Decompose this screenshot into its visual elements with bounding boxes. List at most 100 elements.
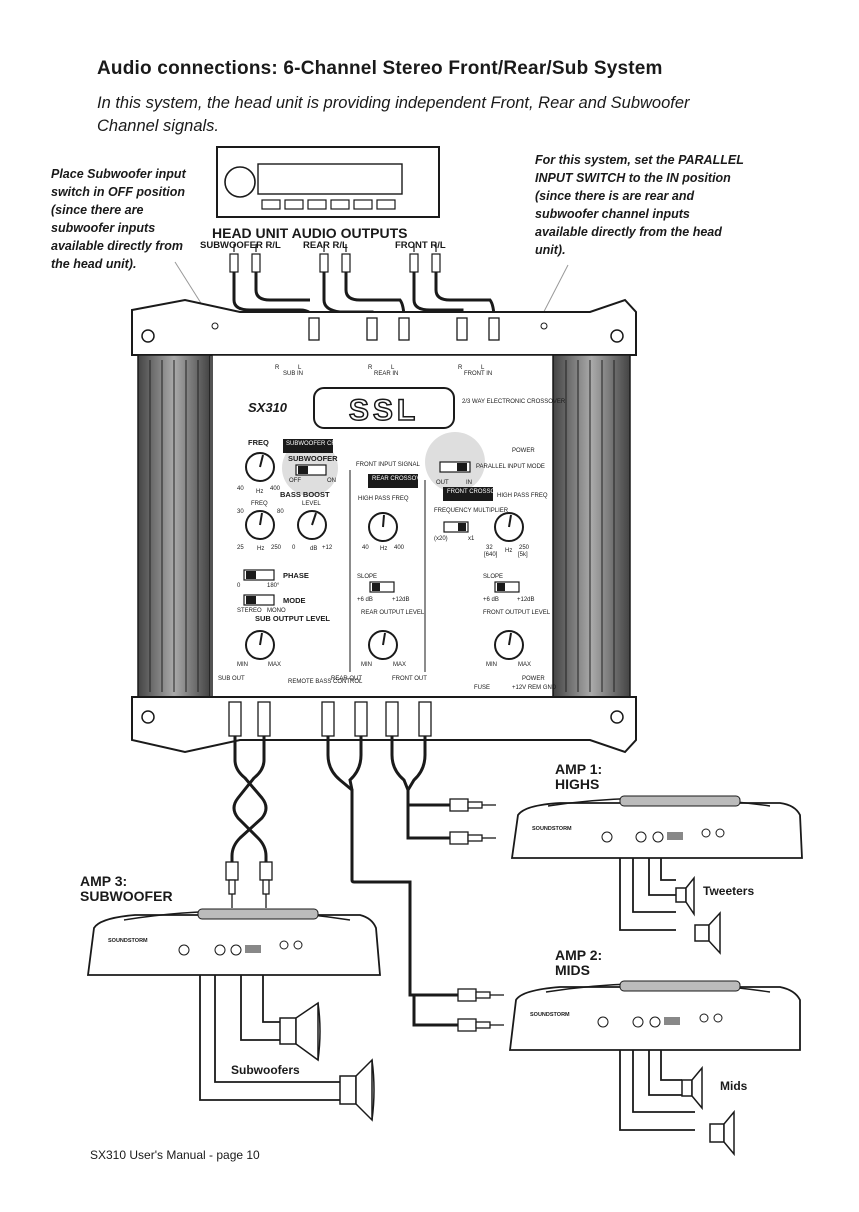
multiplier-x1: x1 [468,536,475,542]
output-plugs [228,701,432,737]
phase-label: PHASE [283,571,309,580]
input-sub-r: R [275,365,280,371]
parallel-input-label: PARALLEL INPUT MODE [476,464,545,470]
front-freq-unit: Hz [505,548,512,554]
mono-label: MONO [267,608,286,614]
front-crossover-header [443,487,493,501]
mode-switch[interactable] [243,594,275,606]
bb-freq-unit: Hz [257,546,264,552]
mid-speaker-2 [709,1109,735,1157]
rear-slope-switch[interactable] [369,581,395,593]
front-input-signal-label: FRONT INPUT SIGNAL [356,462,420,468]
phase-switch[interactable] [243,569,275,581]
bass-boost-label: BASS BOOST [280,490,330,499]
power-terminals-label: +12V REM GND [512,685,557,691]
bb-level-label: LEVEL [302,501,321,507]
front-output-level-label: FRONT OUTPUT LEVEL [483,610,551,616]
front-slope-label: SLOPE [483,574,503,580]
note-subwoofer-input: Place Subwoofer input switch in OFF posi… [51,167,186,271]
amp-1: AMP 1: HIGHS SOUNDSTORM [510,761,803,859]
bb-level-min: 0 [292,545,296,551]
parallel-in-label: IN [466,480,472,486]
front-slope-6: +6 dB [483,597,499,603]
amp2-brand: SOUNDSTORM [530,1012,570,1018]
input-front-label: FRONT IN [464,371,492,377]
head-unit-knob [224,166,256,198]
parallel-input-switch[interactable] [439,461,471,473]
front-slope-switch[interactable] [494,581,520,593]
amp1-body [510,802,803,859]
amp3-label: AMP 3: [80,873,127,889]
remote-bass-label: REMOTE BASS CONTROL [288,679,363,685]
power-label: POWER [512,448,535,454]
sub-min: MIN [237,662,248,668]
tweeter-wiring [619,858,676,931]
mode-label: MODE [283,596,306,605]
rear-freq-unit: Hz [380,546,387,552]
crossover-top-bar [131,298,637,356]
head-unit: HEAD UNIT AUDIO OUTPUTS SUBWOOFER R/L RE… [200,146,446,251]
sub-crossover-header [283,439,333,453]
subwoofers-label: Subwoofers [231,1063,300,1077]
subwoofer-on-label: ON [327,478,336,484]
rear-out-label: REAR OUT [331,676,362,682]
amp1-label: AMP 1: [555,761,602,777]
sub-max: MAX [268,662,281,668]
subwoofer-off-label: OFF [289,478,301,484]
rear-crossover-header-text: REAR CROSSOVER [372,476,429,482]
rear-freq-min: 40 [362,545,369,551]
subwoofer-wiring [199,975,340,1101]
crossover-unit: R L SUB IN R L REAR IN R L FRONT IN SX31… [131,298,637,754]
mid-wiring [619,1050,695,1131]
parallel-out-label: OUT [436,480,449,486]
rear-freq-max: 400 [394,545,405,551]
head-unit-title: HEAD UNIT AUDIO OUTPUTS [212,225,407,241]
input-sub-l: L [298,365,302,371]
subwoofer-switch-label: SUBWOOFER [288,454,338,463]
multiplier-x20: (x20) [434,536,448,542]
tweeter-speaker-2 [694,911,721,955]
bb-freq-max: 250 [271,545,282,551]
sub-freq-label: FREQ [248,438,269,447]
input-rear-label: REAR IN [374,371,398,377]
subwoofer-speaker-2 [339,1058,375,1122]
freq-multiplier-label: FREQUENCY MULTIPLIER [434,508,509,514]
front-slope-12: +12dB [517,597,535,603]
front-crossover-header-text: FRONT CROSSOVER [447,489,508,495]
stereo-label: STEREO [237,608,262,614]
sub-out-label: SUB OUT [218,676,245,682]
ssl-logo-badge [313,387,455,429]
front-hp-freq-label: HIGH PASS FREQ [497,493,548,499]
phase-0: 0 [237,583,241,589]
front-freq-min-alt: [640] [484,552,498,558]
amp3-brand: SOUNDSTORM [108,938,148,944]
sub-crossover-header-text: SUBWOOFER CROSSOVER [286,441,366,447]
bb-level-unit: dB [310,546,317,552]
bb-level-max: +12 [322,545,333,551]
subwoofer-switch[interactable] [295,464,327,476]
rear-crossover-header [368,474,418,488]
tweeters-label: Tweeters [703,884,754,898]
front-freq-max: 250 [519,545,530,551]
front-out-label: FRONT OUT [392,676,427,682]
amp2-input-plugs [457,988,504,1032]
amp-2: AMP 2: MIDS SOUNDSTORM [508,947,801,1051]
front-freq-max-alt: [5k] [518,552,528,558]
output-label-sub: SUBWOOFER R/L [200,240,281,251]
subwoofer-speaker-1 [279,1001,321,1062]
head-unit-display [257,163,403,195]
crossover-model: SX310 [248,400,288,415]
head-unit-buttons [261,199,396,210]
front-max: MAX [518,662,531,668]
amp-3: AMP 3: SUBWOOFER SOUNDSTORM [80,873,381,976]
rear-max: MAX [393,662,406,668]
output-label-rear: REAR R/L [303,240,348,251]
bottom-power-label: POWER [522,676,545,682]
sub-output-level-label: SUB OUTPUT LEVEL [255,614,330,623]
fuse-label: FUSE [474,685,490,691]
amp2-label: AMP 2: [555,947,602,963]
bb-freq-min: 25 [237,545,244,551]
amp3-label2: SUBWOOFER [80,888,173,904]
freq-multiplier-switch[interactable] [443,521,469,533]
